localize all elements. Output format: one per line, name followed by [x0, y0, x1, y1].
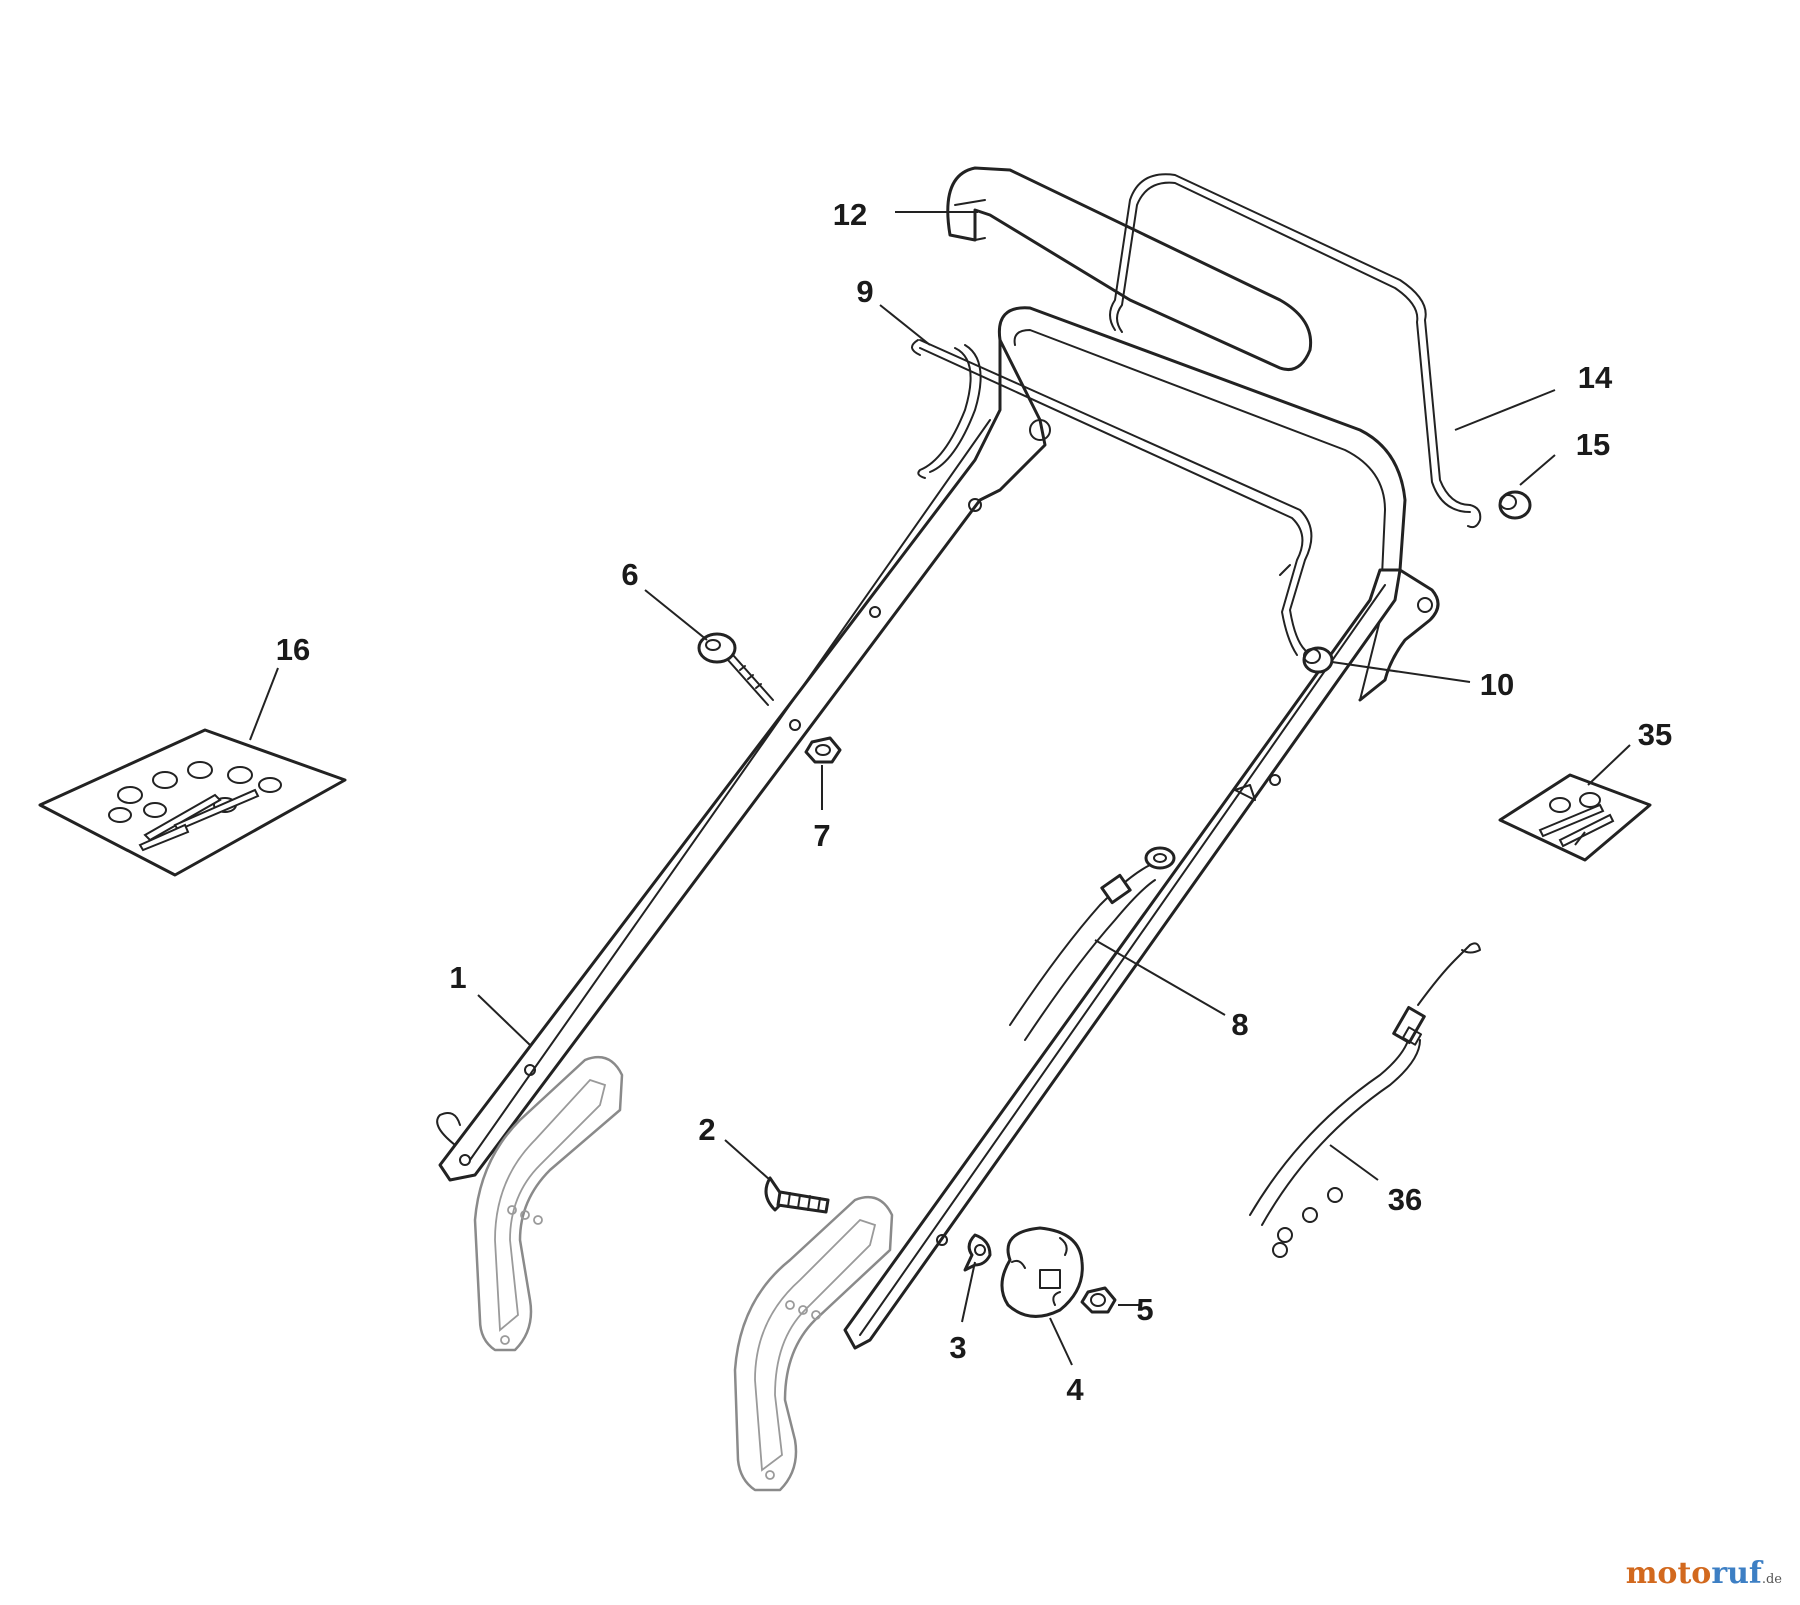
- control-lever-drawing: [911, 339, 1313, 656]
- part-labels: 12 9 14 15 6 16 10 35 7 8 1 2 36 5 3 4: [276, 197, 1672, 1407]
- part-label-7: 7: [813, 818, 830, 853]
- part-label-6: 6: [621, 557, 638, 592]
- part-label-35: 35: [1638, 717, 1672, 752]
- part-label-2: 2: [698, 1112, 715, 1147]
- part-label-4: 4: [1066, 1372, 1084, 1407]
- part-label-14: 14: [1578, 360, 1613, 395]
- part-label-3: 3: [949, 1330, 966, 1365]
- hardware-kit-16-drawing: [38, 728, 347, 877]
- control-cable-drawing: [1009, 846, 1176, 1041]
- part-label-16: 16: [276, 632, 310, 667]
- drive-lever-drawing: [1109, 173, 1482, 529]
- part-label-10: 10: [1480, 667, 1514, 702]
- drive-cable-drawing: [1249, 942, 1481, 1258]
- upper-handle-drawing: [946, 166, 1313, 371]
- part-label-1: 1: [449, 960, 466, 995]
- hardware-kit-35-drawing: [1498, 773, 1652, 862]
- leader-lines: [249, 211, 1631, 1366]
- handle-knob-drawing: [1000, 1226, 1084, 1318]
- left-bracket-drawing: [473, 1055, 624, 1352]
- part-label-5: 5: [1136, 1292, 1153, 1327]
- nut-5-drawing: [1080, 1286, 1117, 1314]
- washer-drawing: [963, 1233, 992, 1272]
- bushing-10-drawing: [1302, 646, 1334, 674]
- watermark-part1: moto: [1625, 1556, 1712, 1591]
- watermark-part2: ruf: [1711, 1556, 1762, 1591]
- part-label-9: 9: [856, 274, 873, 309]
- eye-bolt-drawing: [697, 632, 774, 706]
- part-label-15: 15: [1576, 427, 1610, 462]
- handle-frame-drawing: [436, 306, 1440, 1350]
- bushing-15-drawing: [1498, 490, 1532, 520]
- watermark-tld: .de: [1761, 1572, 1782, 1587]
- part-label-36: 36: [1388, 1182, 1422, 1217]
- nut-7-drawing: [804, 736, 842, 764]
- part-label-12: 12: [833, 197, 867, 232]
- right-bracket-drawing: [733, 1195, 894, 1492]
- part-label-8: 8: [1231, 1007, 1248, 1042]
- carriage-bolt-drawing: [764, 1176, 830, 1214]
- watermark-logo: motoruf.de: [1626, 1556, 1782, 1591]
